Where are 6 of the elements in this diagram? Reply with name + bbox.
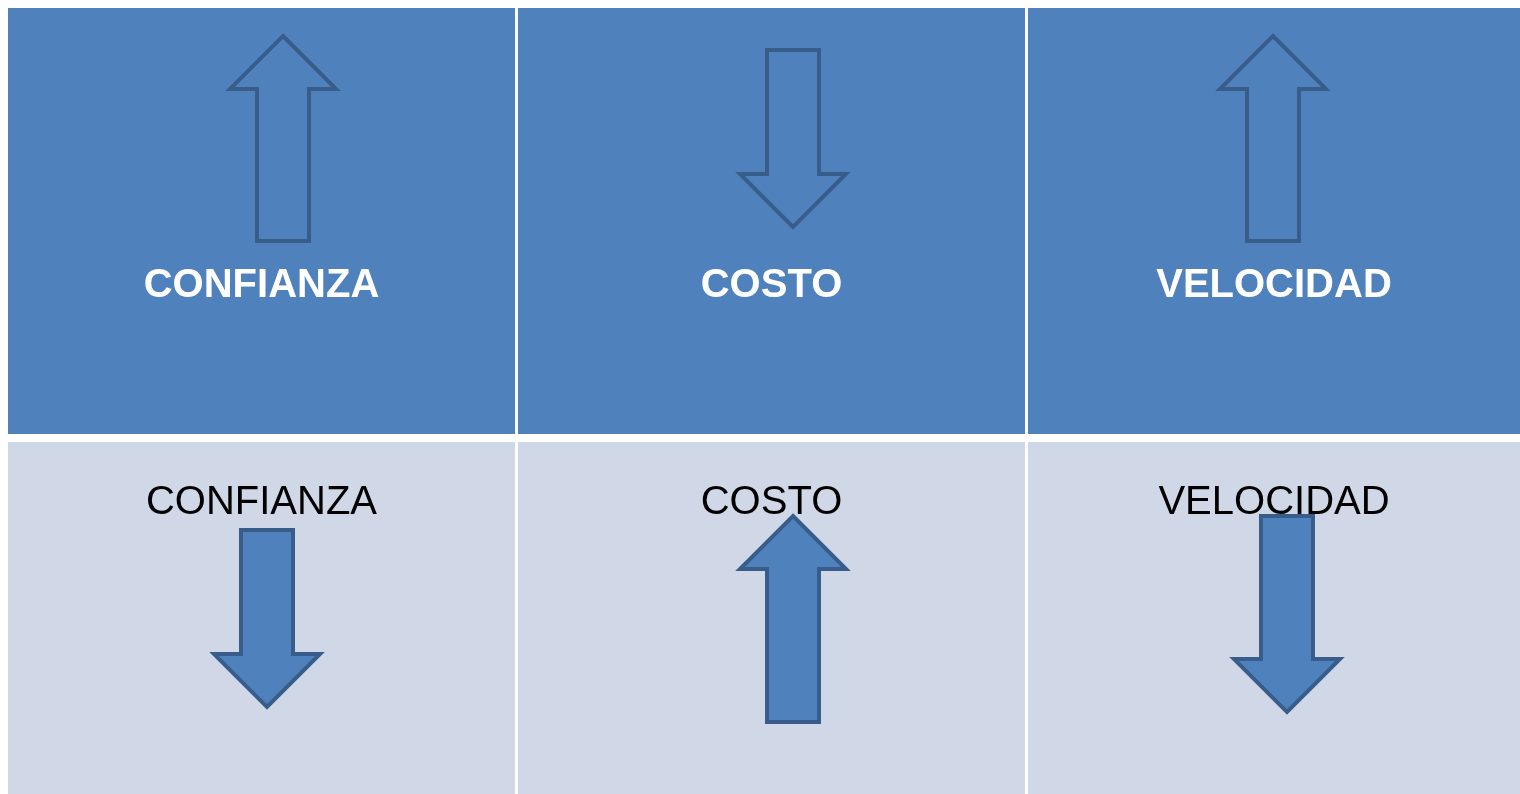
cell-label: VELOCIDAD xyxy=(1158,477,1390,524)
cell-label: CONFIANZA xyxy=(143,260,380,307)
cell-label: CONFIANZA xyxy=(145,477,378,524)
cell-label: COSTO xyxy=(700,260,843,307)
cell-label: COSTO xyxy=(700,477,843,524)
cell-label: VELOCIDAD xyxy=(1156,260,1392,307)
